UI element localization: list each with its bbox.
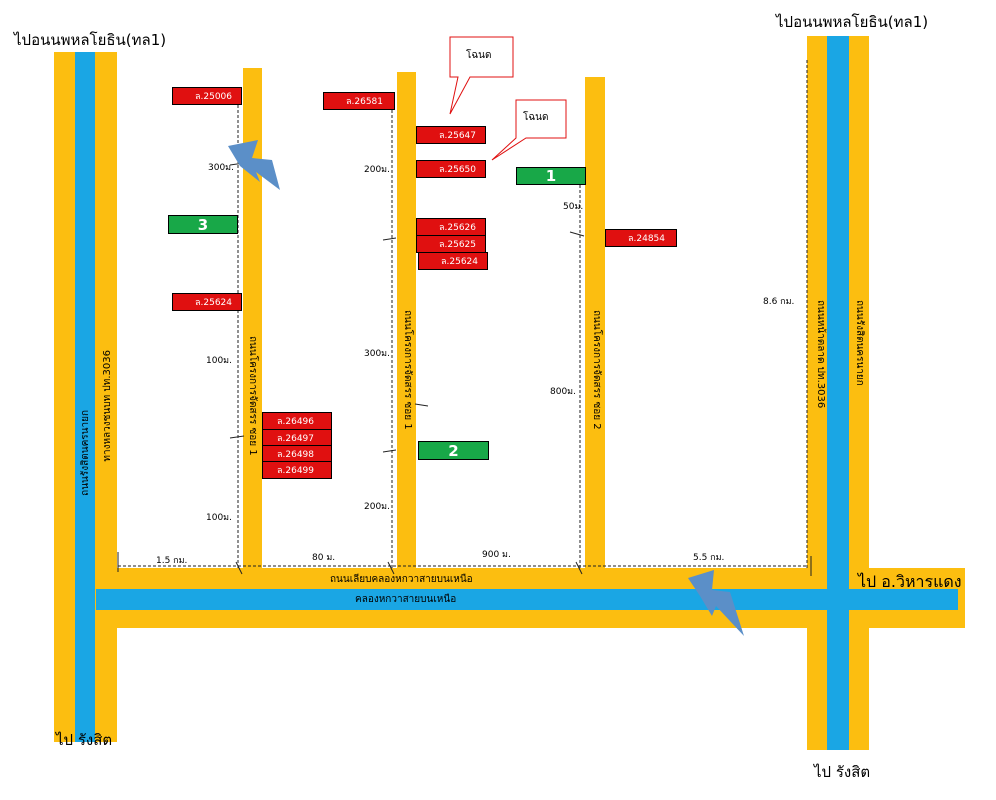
place-label-top-left: ไปอนนพหลโยธิน(ทล1) xyxy=(14,31,167,49)
distance-label: 80 ม. xyxy=(312,553,336,563)
distance-label: 8.6 กม. xyxy=(763,297,795,307)
parcel-tag[interactable]: ล.25650 xyxy=(416,160,486,178)
callout-box-1 xyxy=(449,36,514,115)
place-label-top-right: ไปอนนพหลโยธิน(ทล1) xyxy=(776,13,929,31)
marker-3[interactable]: 3 xyxy=(168,215,238,234)
soi-road-2 xyxy=(397,72,416,570)
distance-label: 300ม. xyxy=(208,163,234,173)
parcel-tag[interactable]: ล.25006 xyxy=(172,87,242,105)
horizontal-canal xyxy=(96,589,958,610)
parcel-tag[interactable]: ล.25624 xyxy=(418,252,488,270)
lightning-icon xyxy=(688,570,744,636)
parcel-tag[interactable]: ล.25626 xyxy=(416,218,486,236)
horizontal-canal-label: คลองหกวาสายบนเหนือ xyxy=(355,594,457,605)
parcel-tag[interactable]: ล.26499 xyxy=(262,461,332,479)
parcel-tag[interactable]: ล.24854 xyxy=(605,229,677,247)
right-road-label-1: ถนนรังสิตนครนายก xyxy=(854,300,865,386)
distance-label: 800ม. xyxy=(550,387,576,397)
callout-text-1: โฉนด xyxy=(466,50,492,61)
left-road-label-2: ทางหลวงชนบท ปท.3036 xyxy=(102,350,113,462)
soi-2-label: ถนนโครงการจัดสรร ซอย 1 xyxy=(402,310,413,430)
distance-label: 200ม. xyxy=(364,165,390,175)
distance-label: 900 ม. xyxy=(482,550,511,560)
callout-box-2 xyxy=(491,99,567,161)
soi-road-3 xyxy=(585,77,605,570)
place-label-bottom-left: ไป รังสิต xyxy=(56,731,113,749)
distance-label: 300ม. xyxy=(364,349,390,359)
left-road-label-1: ถนนรังสิตนครนายก xyxy=(80,410,91,496)
place-label-east: ไป อ.วิหารแดง xyxy=(858,572,962,591)
soi-1-label: ถนนโครงการจัดสรร ซอย 1 xyxy=(247,336,258,456)
distance-label: 50ม. xyxy=(563,202,584,212)
parcel-tag[interactable]: ล.25625 xyxy=(416,235,486,253)
left-canal-cross xyxy=(75,568,95,742)
place-label-bottom-right: ไป รังสิต xyxy=(814,763,871,781)
soi-3-label: ถนนโครงการจัดสรร ซอย 2 xyxy=(591,310,602,430)
distance-label: 200ม. xyxy=(364,502,390,512)
parcel-tag[interactable]: ล.25624 xyxy=(172,293,242,311)
distance-label: 100ม. xyxy=(206,513,232,523)
distance-label: 1.5 กม. xyxy=(156,556,188,566)
marker-1[interactable]: 1 xyxy=(516,167,586,185)
right-road-label-2: ถนนหน้าตลาด ปท.3036 xyxy=(815,300,826,409)
horizontal-road-label: ถนนเลียบคลองหกวาสายบนเหนือ xyxy=(330,574,473,585)
soi-road-1 xyxy=(243,68,262,570)
parcel-tag[interactable]: ล.25647 xyxy=(416,126,486,144)
parcel-tag[interactable]: ล.26581 xyxy=(323,92,395,110)
parcel-tag[interactable]: ล.26496 xyxy=(262,412,332,430)
distance-label: 100ม. xyxy=(206,356,232,366)
right-canal-cross xyxy=(827,568,849,750)
marker-2[interactable]: 2 xyxy=(418,441,489,460)
callout-text-2: โฉนด xyxy=(523,112,549,123)
lightning-icon xyxy=(228,140,280,190)
distance-label: 5.5 กม. xyxy=(693,553,725,563)
